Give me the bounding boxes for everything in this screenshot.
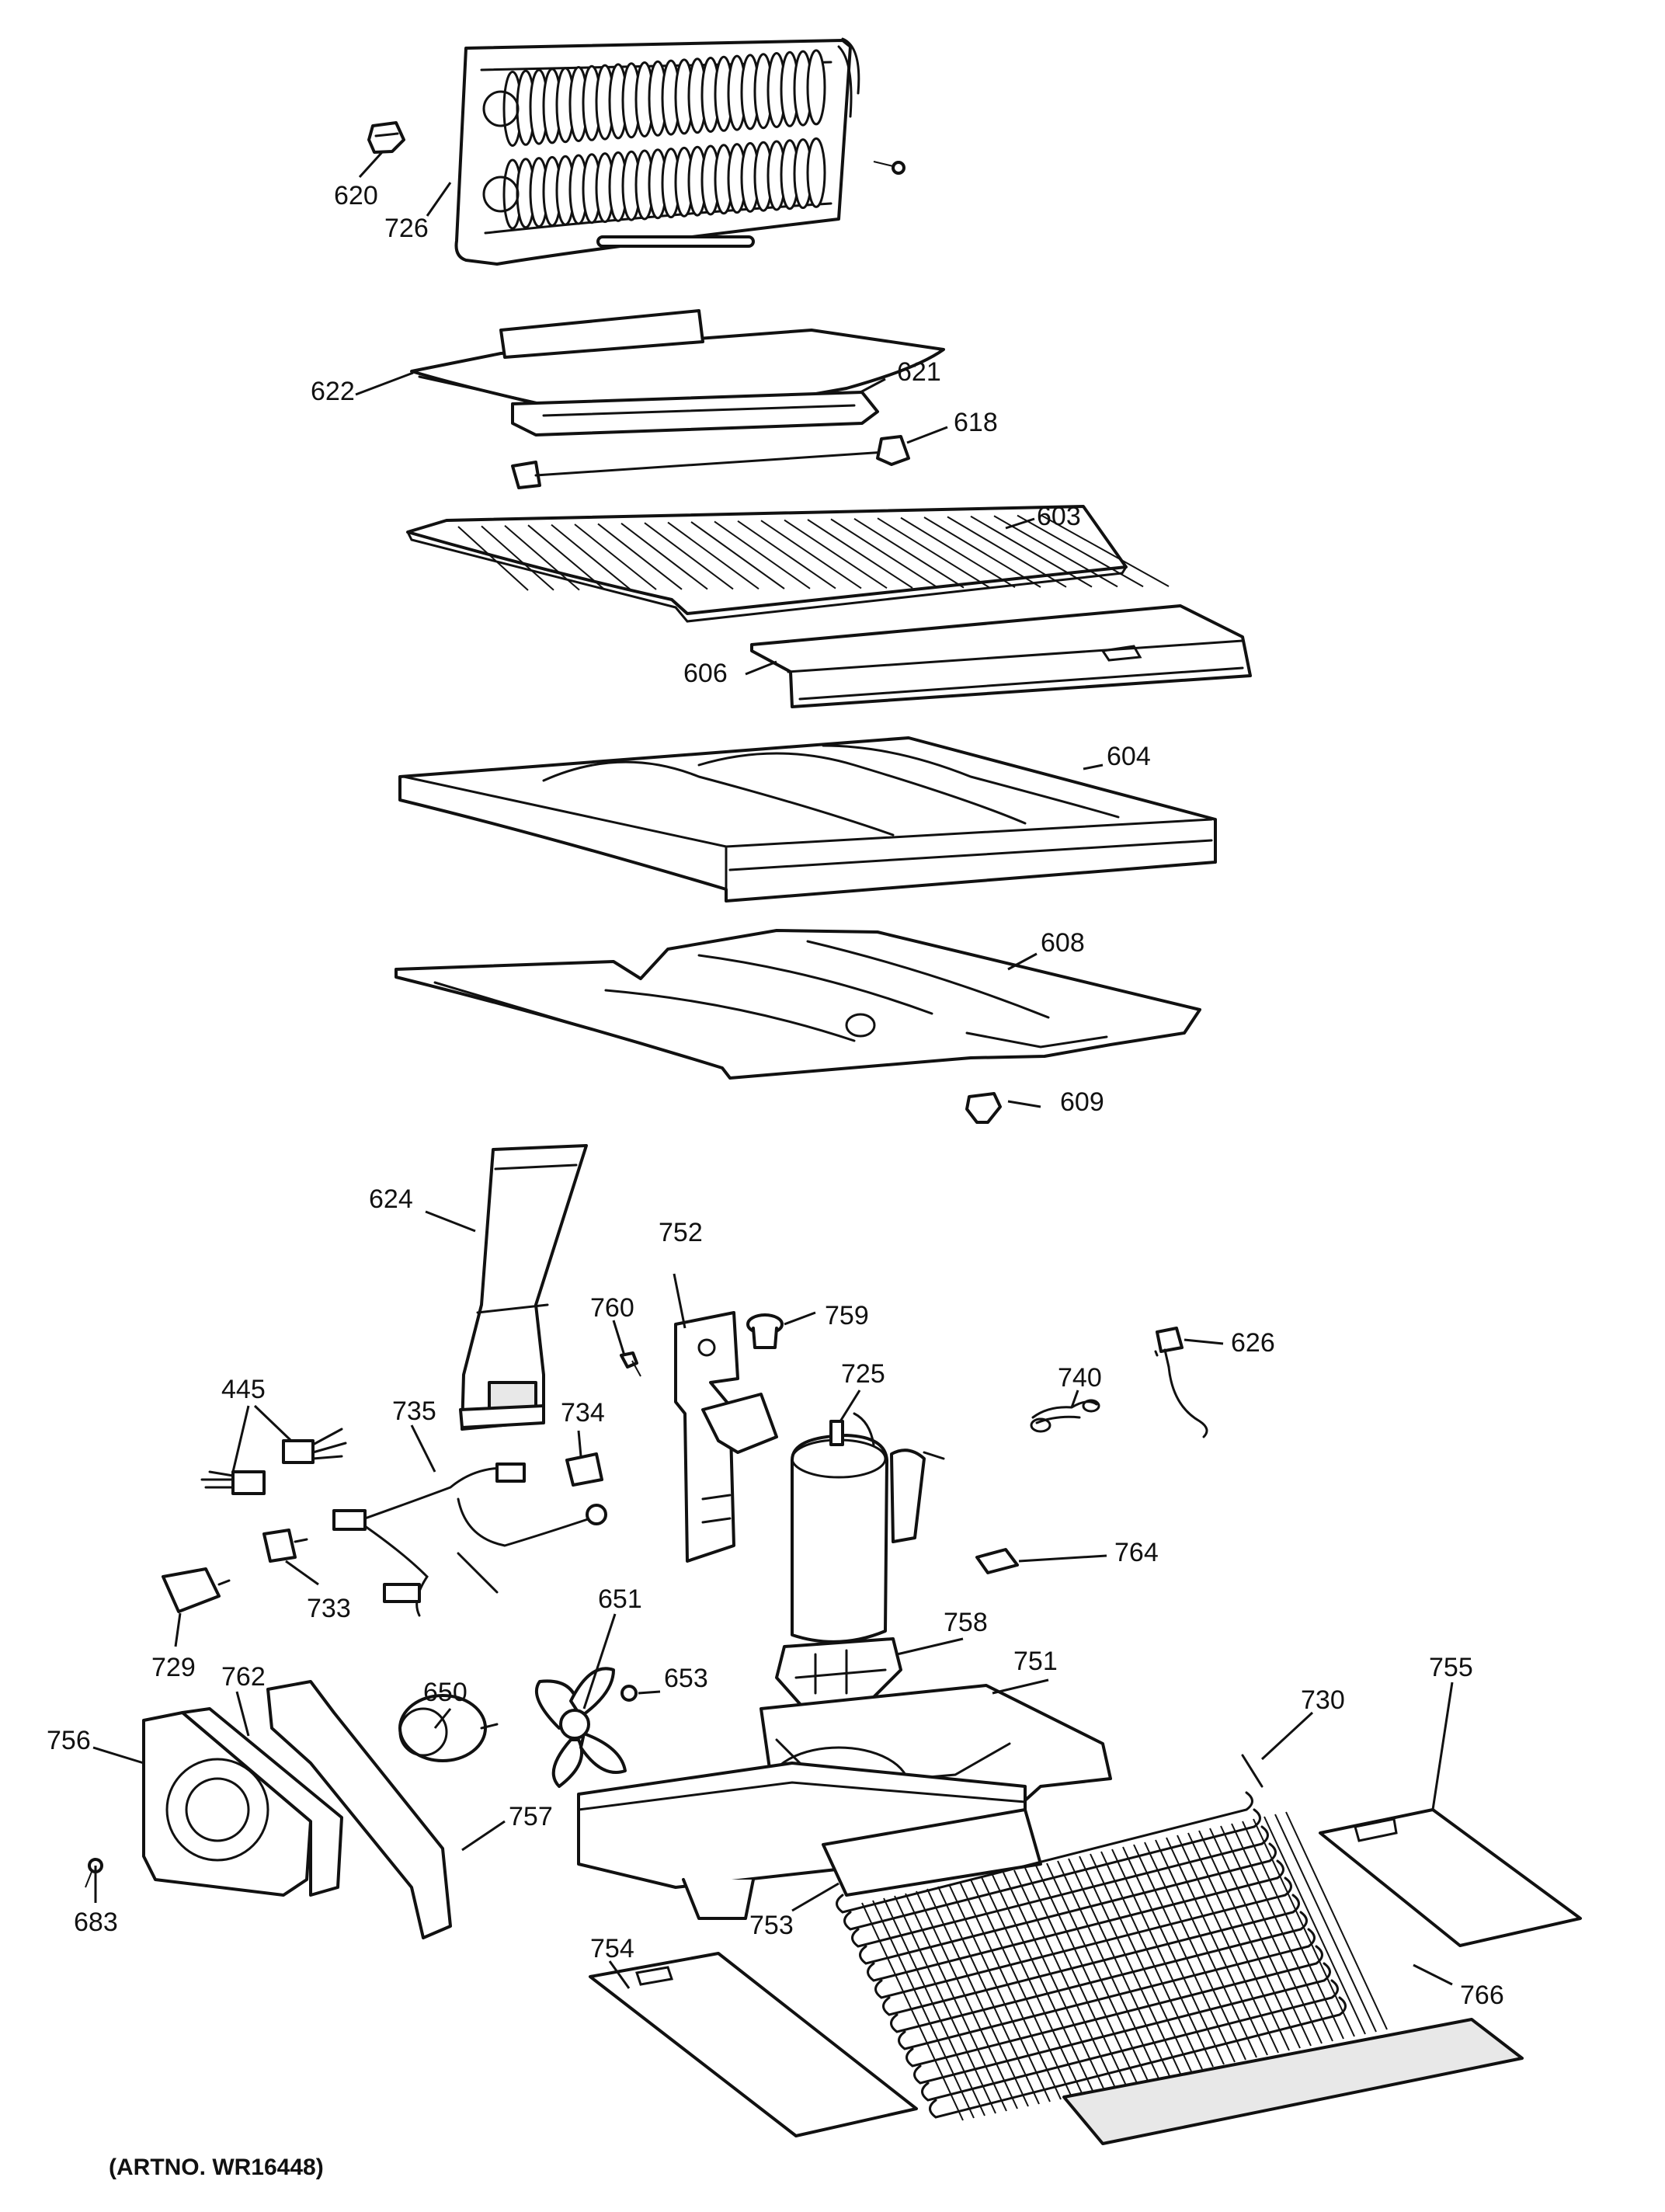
callout-653: 653: [664, 1664, 708, 1693]
panel-754: [589, 1952, 918, 2137]
heater-rod-618: [511, 435, 910, 489]
callout-759: 759: [825, 1301, 869, 1330]
plate-764: [975, 1548, 1019, 1574]
callout-766: 766: [1460, 1981, 1504, 2010]
callout-609: 609: [1060, 1087, 1104, 1117]
callout-726: 726: [384, 214, 429, 243]
compressor-725: [791, 1412, 945, 1643]
drain-fitting-609: [965, 1092, 1002, 1124]
fan-motor-650: [398, 1694, 499, 1762]
evaporator-coil-726: [454, 37, 860, 266]
callout-620: 620: [334, 181, 378, 210]
callout-762: 762: [221, 1662, 266, 1692]
callout-624: 624: [369, 1184, 413, 1214]
bracket-752: [674, 1311, 778, 1563]
leaders: [92, 151, 1454, 1989]
callout-608: 608: [1041, 928, 1085, 958]
callout-753: 753: [749, 1911, 794, 1940]
callout-622: 622: [311, 377, 355, 406]
callout-734: 734: [561, 1398, 605, 1428]
callout-730: 730: [1301, 1685, 1345, 1715]
spring-740: [1030, 1399, 1100, 1433]
callout-755: 755: [1429, 1653, 1473, 1682]
condenser-730: [836, 1754, 1388, 2121]
screw-760: [620, 1351, 641, 1377]
callout-650: 650: [423, 1678, 468, 1707]
callout-764: 764: [1114, 1538, 1159, 1567]
callout-606: 606: [683, 659, 728, 688]
callout-758: 758: [944, 1608, 988, 1637]
callout-626: 626: [1231, 1328, 1275, 1358]
shelf-603: [406, 505, 1170, 623]
callout-733: 733: [307, 1594, 351, 1623]
callout-445: 445: [221, 1375, 266, 1404]
clip-620: [367, 121, 405, 154]
callout-603: 603: [1037, 502, 1081, 531]
connectors-445: [200, 1428, 347, 1495]
art-number: (ARTNO. WR16448): [109, 2155, 324, 2180]
callout-760: 760: [590, 1293, 634, 1323]
callout-729: 729: [151, 1653, 196, 1682]
callout-740: 740: [1058, 1363, 1102, 1393]
callout-618: 618: [954, 408, 998, 437]
panel-755: [1319, 1808, 1582, 1947]
callout-683: 683: [74, 1908, 118, 1937]
relay-734: [565, 1452, 603, 1487]
callout-604: 604: [1107, 742, 1151, 771]
harness-735: [332, 1462, 607, 1617]
pan-608: [395, 929, 1201, 1080]
screw-726: [873, 161, 905, 175]
callout-751: 751: [1013, 1647, 1058, 1676]
callout-725: 725: [841, 1359, 885, 1389]
callout-754: 754: [590, 1934, 634, 1963]
callout-752: 752: [659, 1218, 703, 1247]
capacitor-729: [162, 1567, 231, 1613]
callout-757: 757: [509, 1802, 553, 1831]
nut-653: [620, 1685, 638, 1702]
callout-651: 651: [598, 1584, 642, 1614]
callout-756: 756: [47, 1726, 91, 1755]
callout-labels: 620 726 622 621 618 603 606 604 608 609 …: [47, 181, 1504, 2180]
shelf-604: [398, 736, 1217, 903]
baffle-757: [266, 1680, 452, 1939]
callout-735: 735: [392, 1396, 436, 1426]
callout-621: 621: [897, 357, 941, 387]
duct-624: [459, 1144, 588, 1431]
screw-683: [85, 1858, 103, 1888]
cover-606: [750, 604, 1252, 708]
cord-626: [1154, 1327, 1208, 1438]
insulation-766: [1062, 2018, 1524, 2145]
switch-733: [262, 1529, 308, 1563]
gasket-762: [181, 1707, 343, 1897]
grommet-759: [746, 1313, 784, 1349]
fan-blade-651: [535, 1667, 627, 1788]
channel-753: [822, 1808, 1042, 1897]
